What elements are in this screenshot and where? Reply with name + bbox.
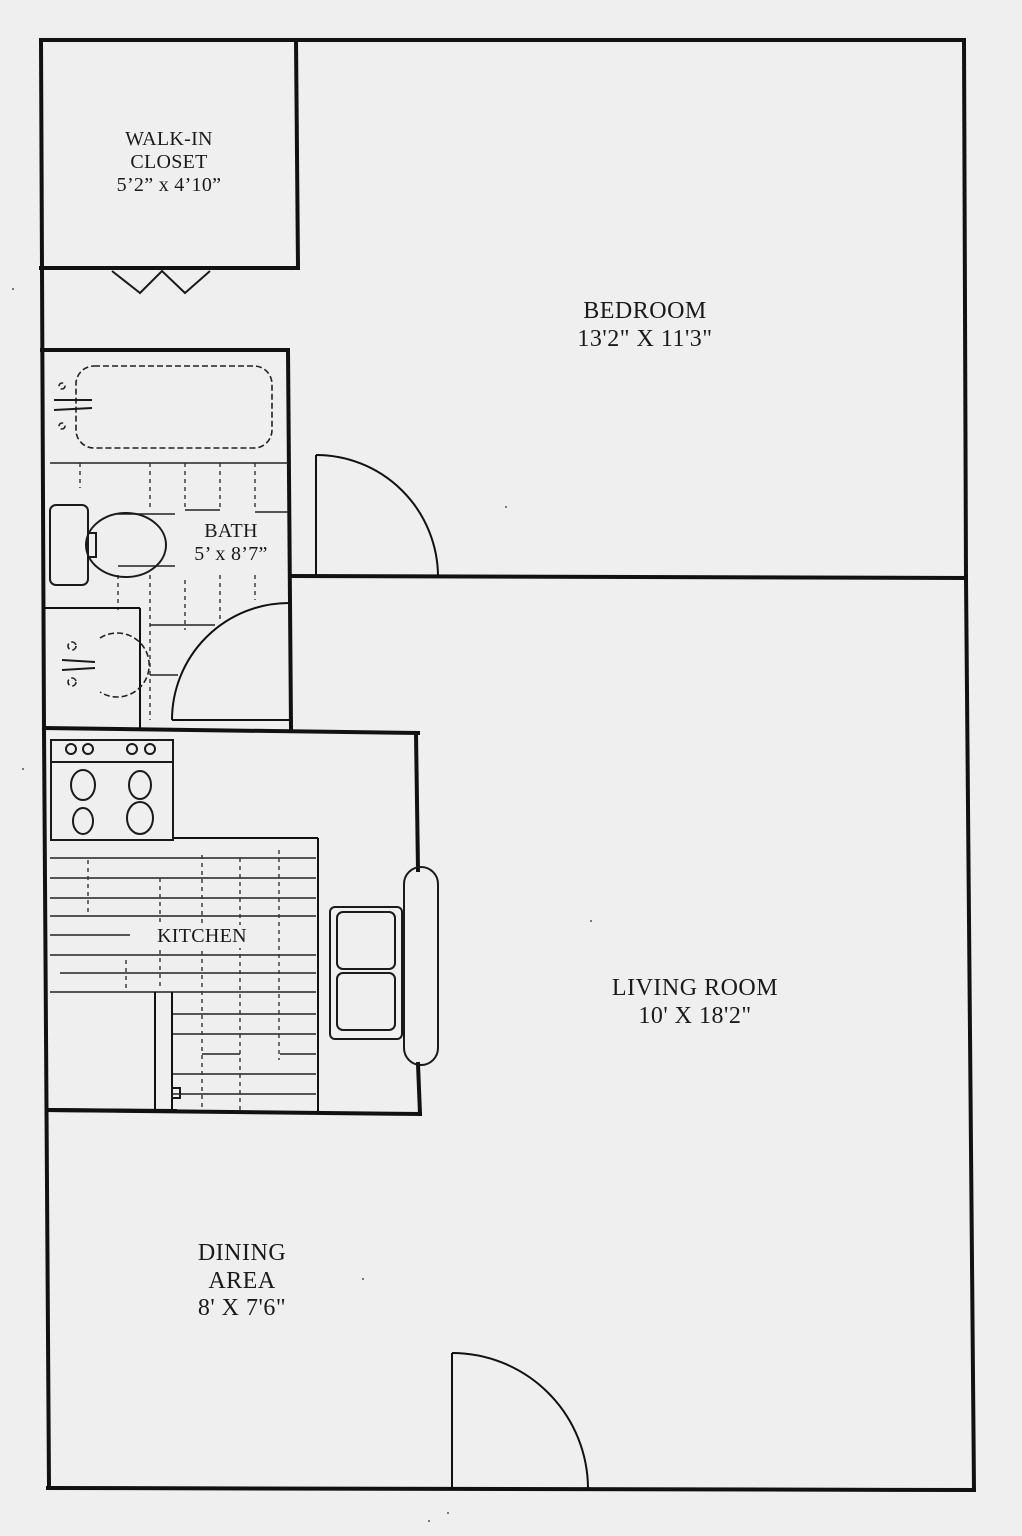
room-name: CLOSET xyxy=(130,151,208,173)
room-label-bedroom: BEDROOM 13'2" X 11'3" xyxy=(577,298,712,353)
kitchen-floor-tiles xyxy=(50,850,316,1110)
room-label-dining-area: DINING AREA 8' X 7'6" xyxy=(198,1240,286,1323)
stove-icon xyxy=(50,739,174,841)
bifold-closet-doors-icon xyxy=(111,269,211,295)
dining-kitchen-wall xyxy=(45,1107,178,1114)
room-name: KITCHEN xyxy=(157,925,247,947)
room-name: LIVING ROOM xyxy=(611,975,779,1001)
entry-door-icon xyxy=(451,1352,589,1489)
scan-speck xyxy=(590,920,592,922)
scan-speck xyxy=(12,288,14,290)
room-label-living-room: LIVING ROOM 10' X 18'2" xyxy=(612,975,778,1030)
bath-floor-tiles xyxy=(50,462,288,720)
scan-speck xyxy=(447,1512,449,1514)
room-label-kitchen: KITCHEN xyxy=(154,925,250,948)
double-kitchen-sink-icon xyxy=(329,866,439,1066)
walk-in-closet-walls xyxy=(39,37,301,271)
bathroom-door-icon xyxy=(171,602,290,721)
scan-speck xyxy=(362,1278,364,1280)
room-dimensions: 5’ x 8’7” xyxy=(194,543,268,565)
room-dimensions: 13'2" X 11'3" xyxy=(577,325,713,352)
room-name: WALK-IN xyxy=(125,128,213,150)
bathtub-icon xyxy=(53,365,273,449)
bath-walls xyxy=(40,347,421,736)
room-name: DINING xyxy=(197,1240,287,1266)
toilet-icon xyxy=(49,504,167,586)
room-name: BEDROOM xyxy=(583,298,707,324)
room-dimensions: 10' X 18'2" xyxy=(638,1002,752,1029)
kitchen-walls xyxy=(45,730,423,1117)
room-dimensions: 5’2” x 4’10” xyxy=(116,174,222,196)
exterior-walls xyxy=(38,37,977,1493)
scan-speck xyxy=(22,768,24,770)
room-name: AREA xyxy=(208,1267,276,1294)
scan-speck xyxy=(428,1520,430,1522)
scan-speck xyxy=(505,506,507,508)
room-label-walk-in-closet: WALK-IN CLOSET 5’2” x 4’10” xyxy=(117,128,222,197)
room-label-bath: BATH 5’ x 8’7” xyxy=(194,520,267,566)
bedroom-living-wall xyxy=(287,573,969,581)
room-dimensions: 8' X 7'6" xyxy=(197,1295,287,1322)
bathroom-sink-icon xyxy=(44,607,150,728)
room-name: BATH xyxy=(204,520,258,542)
bedroom-door-icon xyxy=(315,454,439,577)
